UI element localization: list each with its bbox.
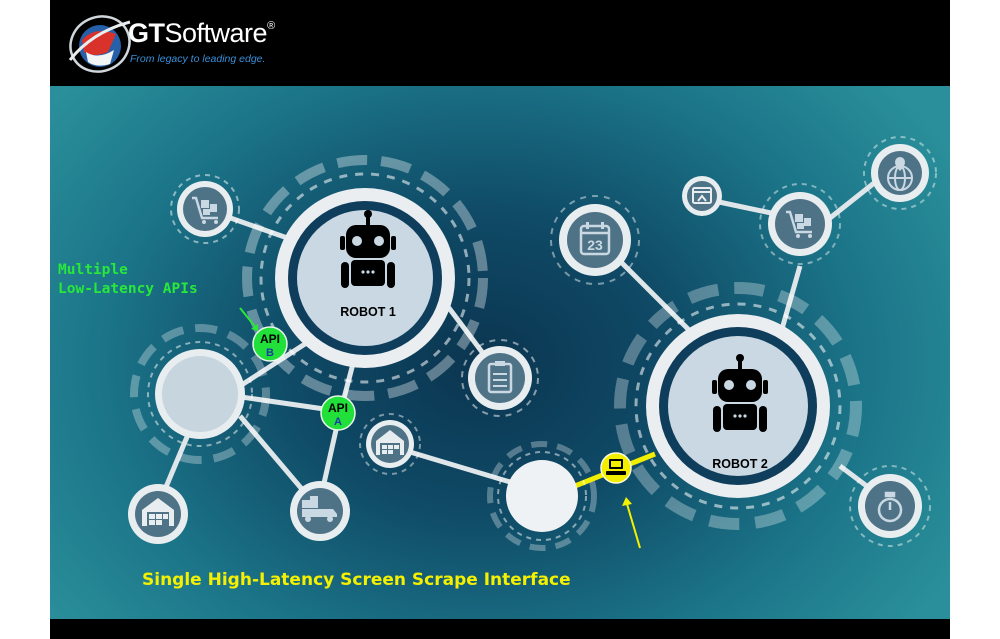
r1-clipboard-node (461, 339, 539, 417)
api-b-label: API (260, 332, 280, 346)
gtsoftware-logo-icon (68, 15, 131, 73)
clipboard-icon (487, 361, 513, 394)
apis-annotation-line2: Low-Latency APIs (58, 281, 198, 297)
api-a-label: API (328, 401, 348, 415)
infographic-frame: GTSoftware® From legacy to leading edge. (50, 0, 950, 639)
globe-pin-icon (887, 157, 913, 191)
r2-calendar-node: 23 (550, 195, 640, 285)
scrape-arrowhead (622, 497, 632, 506)
robot1-node: ROBOT 1 (242, 155, 488, 401)
scrape-arrow (626, 503, 641, 549)
r1-hub-node (130, 324, 270, 464)
robot2-label: ROBOT 2 (712, 457, 768, 471)
api-b-letter: B (266, 347, 274, 359)
brand-rest: Software (164, 18, 268, 48)
robot-network-diagram: ROBOT 1 (128, 136, 937, 551)
warehouse-icon (142, 498, 174, 526)
footer-bar (50, 619, 950, 639)
r2-hub-node (487, 441, 597, 551)
apis-arrow (239, 307, 258, 330)
r2-cart-node (759, 183, 841, 265)
r1-cart-node (170, 174, 240, 244)
brand-name: GTSoftware® (128, 18, 275, 49)
api-a-badge: API A (320, 395, 356, 431)
connector-hub-truck (238, 414, 314, 503)
r2-globe-node (863, 136, 937, 210)
screen-scrape-badge (600, 452, 632, 484)
header-bar: GTSoftware® From legacy to leading edge. (50, 0, 950, 86)
api-a-letter: A (334, 416, 342, 428)
apis-arrowhead (251, 324, 258, 331)
connector-cart2-r2 (777, 265, 803, 337)
tagline: From legacy to leading edge. (130, 53, 266, 65)
cart-icon (786, 210, 812, 238)
r1-truck-node (290, 481, 350, 541)
brand-bold: GT (128, 18, 165, 48)
computer-icon (606, 459, 626, 475)
registered-mark: ® (267, 20, 275, 32)
calendar-icon (579, 222, 611, 256)
stopwatch-icon (877, 491, 903, 523)
api-b-badge: API B (252, 326, 288, 362)
app-window-icon (692, 187, 712, 204)
robot2-node: ROBOT 2 (614, 282, 862, 530)
robot1-label: ROBOT 1 (340, 305, 396, 319)
truck-icon (302, 496, 337, 522)
r2-window-node (682, 176, 722, 216)
r2-stopwatch-node (849, 465, 931, 547)
cart-icon (192, 196, 218, 224)
apis-annotation-line1: Multiple (58, 262, 128, 278)
diagram-stage: ROBOT 1 (50, 86, 950, 619)
r2-warehouse-node (359, 413, 421, 475)
r1-warehouse-node (128, 484, 188, 544)
warehouse-icon (376, 430, 404, 455)
scrape-annotation: Single High-Latency Screen Scrape Interf… (142, 570, 571, 590)
calendar-day: 23 (587, 237, 603, 253)
